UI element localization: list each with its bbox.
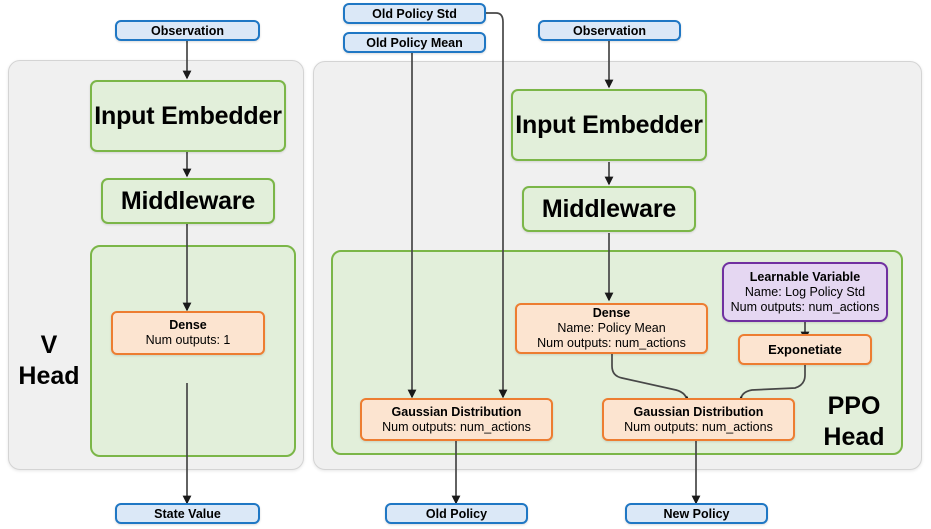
node-middleware-ppo-label: Middleware [541,194,677,223]
output-state-value-label: State Value [154,506,221,521]
node-exponentiate[interactable]: Exponetiate [738,334,872,365]
node-gaussian-distribution-new[interactable]: Gaussian Distribution Num outputs: num_a… [602,398,795,441]
node-middleware-v[interactable]: Middleware [101,178,275,224]
node-learnable-variable[interactable]: Learnable Variable Name: Log Policy Std … [722,262,888,322]
output-new-policy[interactable]: New Policy [625,503,768,524]
node-input-embedder-ppo-label: Input Embedder [515,110,703,139]
output-old-policy[interactable]: Old Policy [385,503,528,524]
node-learnable-variable-num-outputs: Num outputs: num_actions [730,299,880,314]
output-old-policy-label: Old Policy [425,506,488,521]
node-input-embedder-v-label: Input Embedder [94,101,282,130]
node-learnable-variable-name: Name: Log Policy Std [744,284,866,299]
node-dense-policy-mean-num-outputs: Num outputs: num_actions [537,336,686,350]
node-middleware-ppo[interactable]: Middleware [522,186,696,232]
node-gaussian-distribution-new-title: Gaussian Distribution [633,404,764,419]
node-dense-v-num-outputs: Num outputs: 1 [145,333,231,347]
input-old-policy-mean[interactable]: Old Policy Mean [343,32,486,53]
output-state-value[interactable]: State Value [115,503,260,524]
group-label-ppo-head: PPO Head [808,391,900,453]
input-old-policy-std[interactable]: Old Policy Std [343,3,486,24]
group-label-v-head-line2: Head [18,362,80,390]
input-observation-ppo-label: Observation [573,23,646,38]
node-exponentiate-label: Exponetiate [768,342,842,357]
node-input-embedder-ppo[interactable]: Input Embedder [511,89,707,161]
node-learnable-variable-title: Learnable Variable [749,269,861,284]
node-gaussian-distribution-old-num-outputs: Num outputs: num_actions [382,419,531,434]
node-input-embedder-v[interactable]: Input Embedder [90,80,286,152]
group-label-ppo-head-line2: Head [823,423,885,451]
output-new-policy-label: New Policy [663,506,730,521]
input-observation-ppo[interactable]: Observation [538,20,681,41]
node-middleware-v-label: Middleware [120,186,256,215]
group-label-ppo-head-line1: PPO [827,392,881,420]
group-label-v-head-line1: V [40,331,58,359]
node-dense-policy-mean[interactable]: Dense Name: Policy Mean Num outputs: num… [515,303,708,354]
node-dense-policy-mean-title: Dense [592,306,631,320]
node-gaussian-distribution-new-num-outputs: Num outputs: num_actions [624,419,773,434]
input-observation-v-label: Observation [151,23,224,38]
input-old-policy-std-label: Old Policy Std [372,6,457,21]
input-old-policy-mean-label: Old Policy Mean [366,35,463,50]
node-gaussian-distribution-old[interactable]: Gaussian Distribution Num outputs: num_a… [360,398,553,441]
node-dense-v[interactable]: Dense Num outputs: 1 [111,311,265,355]
node-gaussian-distribution-old-title: Gaussian Distribution [391,404,522,419]
input-observation-v[interactable]: Observation [115,20,260,41]
node-dense-v-title: Dense [169,318,207,332]
node-dense-policy-mean-name: Name: Policy Mean [557,321,666,335]
group-label-v-head: V Head [8,330,90,392]
